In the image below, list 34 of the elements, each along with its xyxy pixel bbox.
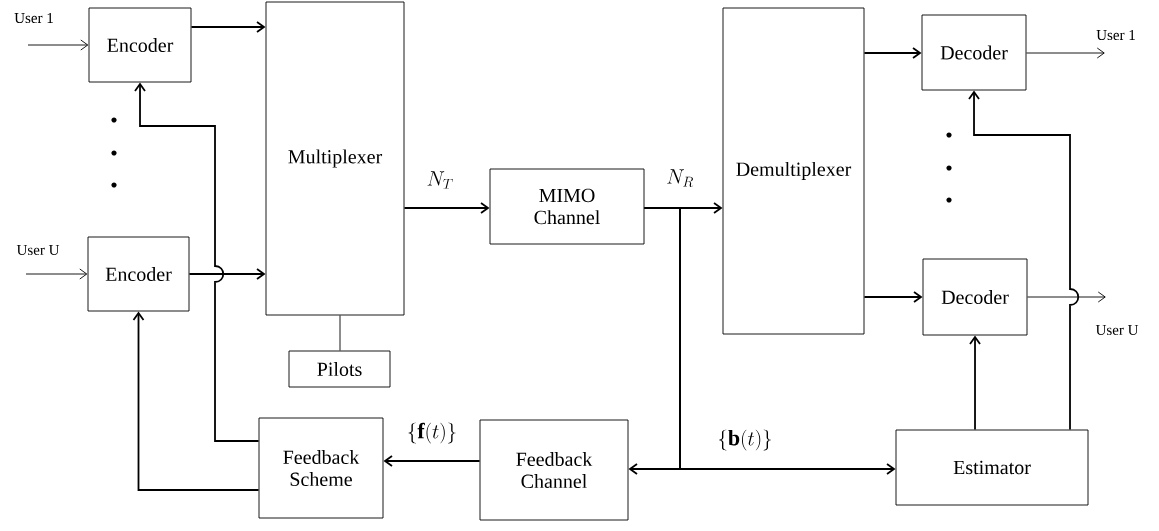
block-box: Decoder <box>921 14 1027 91</box>
block-box: Feedback Channel <box>479 419 629 521</box>
edge-label: $\{\mathbf{b}(t)\}$ <box>716 428 774 452</box>
arrow <box>132 311 260 491</box>
block-box: Feedback Scheme <box>258 417 384 519</box>
block-box: Multiplexer <box>265 1 405 316</box>
block-box: Decoder <box>922 258 1028 336</box>
arrow <box>968 90 1080 431</box>
edge-label: $\{\mathbf{f}(t)\}$ <box>405 421 459 445</box>
block-box: Pilots <box>288 350 391 388</box>
arrow <box>1026 47 1105 59</box>
arrow <box>863 47 922 59</box>
arrow <box>1027 291 1106 303</box>
arrow <box>134 82 260 442</box>
arrow <box>27 39 89 51</box>
block-box: Encoder <box>87 236 190 312</box>
arrow <box>190 21 266 33</box>
signal-label: User U <box>16 245 60 255</box>
block-box: Estimator <box>895 429 1089 506</box>
arrow <box>25 268 88 280</box>
edge-label: $N_R$ <box>665 168 695 188</box>
arrow <box>643 207 896 475</box>
signal-label: User U <box>1095 325 1139 335</box>
block-box: MIMO Channel <box>489 168 645 245</box>
arrow <box>383 455 481 467</box>
arrow <box>188 268 266 280</box>
signal-label: User 1 <box>14 13 53 23</box>
edge-label: $N_T$ <box>425 170 455 190</box>
signal-label: User 1 <box>1096 30 1135 40</box>
arrow <box>403 202 490 214</box>
block-box: Encoder <box>88 7 192 83</box>
arrow <box>969 335 981 431</box>
block-box: Demultiplexer <box>722 7 865 335</box>
arrow <box>863 291 923 303</box>
